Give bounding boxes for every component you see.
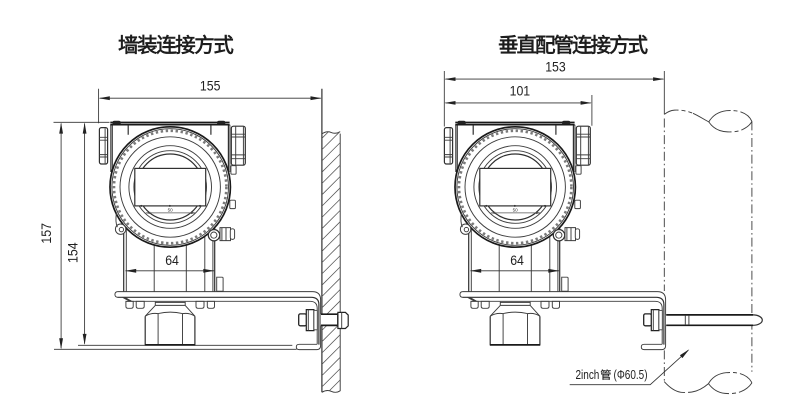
- svg-text:155: 155: [200, 78, 221, 94]
- svg-text:101: 101: [510, 83, 531, 99]
- svg-text:157: 157: [38, 223, 54, 244]
- svg-text:154: 154: [65, 242, 81, 263]
- svg-text:2inch: 2inch: [576, 369, 600, 382]
- svg-text:(Φ60.5): (Φ60.5): [614, 369, 648, 382]
- svg-text:153: 153: [545, 59, 566, 75]
